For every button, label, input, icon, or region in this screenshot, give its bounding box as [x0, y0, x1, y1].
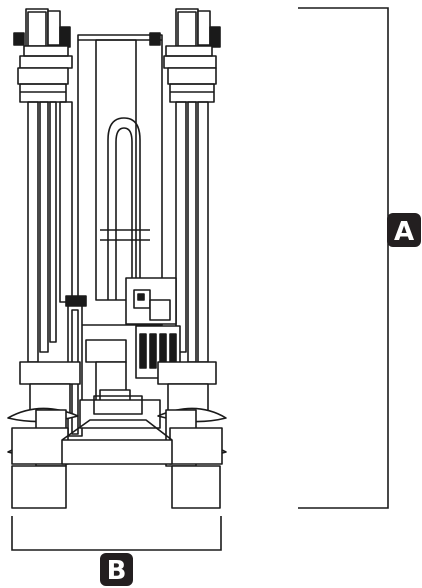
dimension-a-bracket: [298, 7, 389, 509]
vertical-columns: [27, 101, 209, 363]
central-frame: [77, 34, 163, 326]
dimension-b-bracket: [11, 516, 222, 551]
wheels: [11, 465, 221, 509]
chassis: [11, 419, 223, 465]
machine-drawing: [7, 8, 227, 509]
dimension-b-badge: B: [100, 553, 133, 586]
dimension-a-badge: A: [387, 213, 421, 247]
right-tower-head: [149, 8, 221, 103]
left-tower-head: [13, 8, 73, 103]
dimension-a-label: A: [394, 217, 414, 247]
dimension-b-label: B: [107, 556, 127, 586]
